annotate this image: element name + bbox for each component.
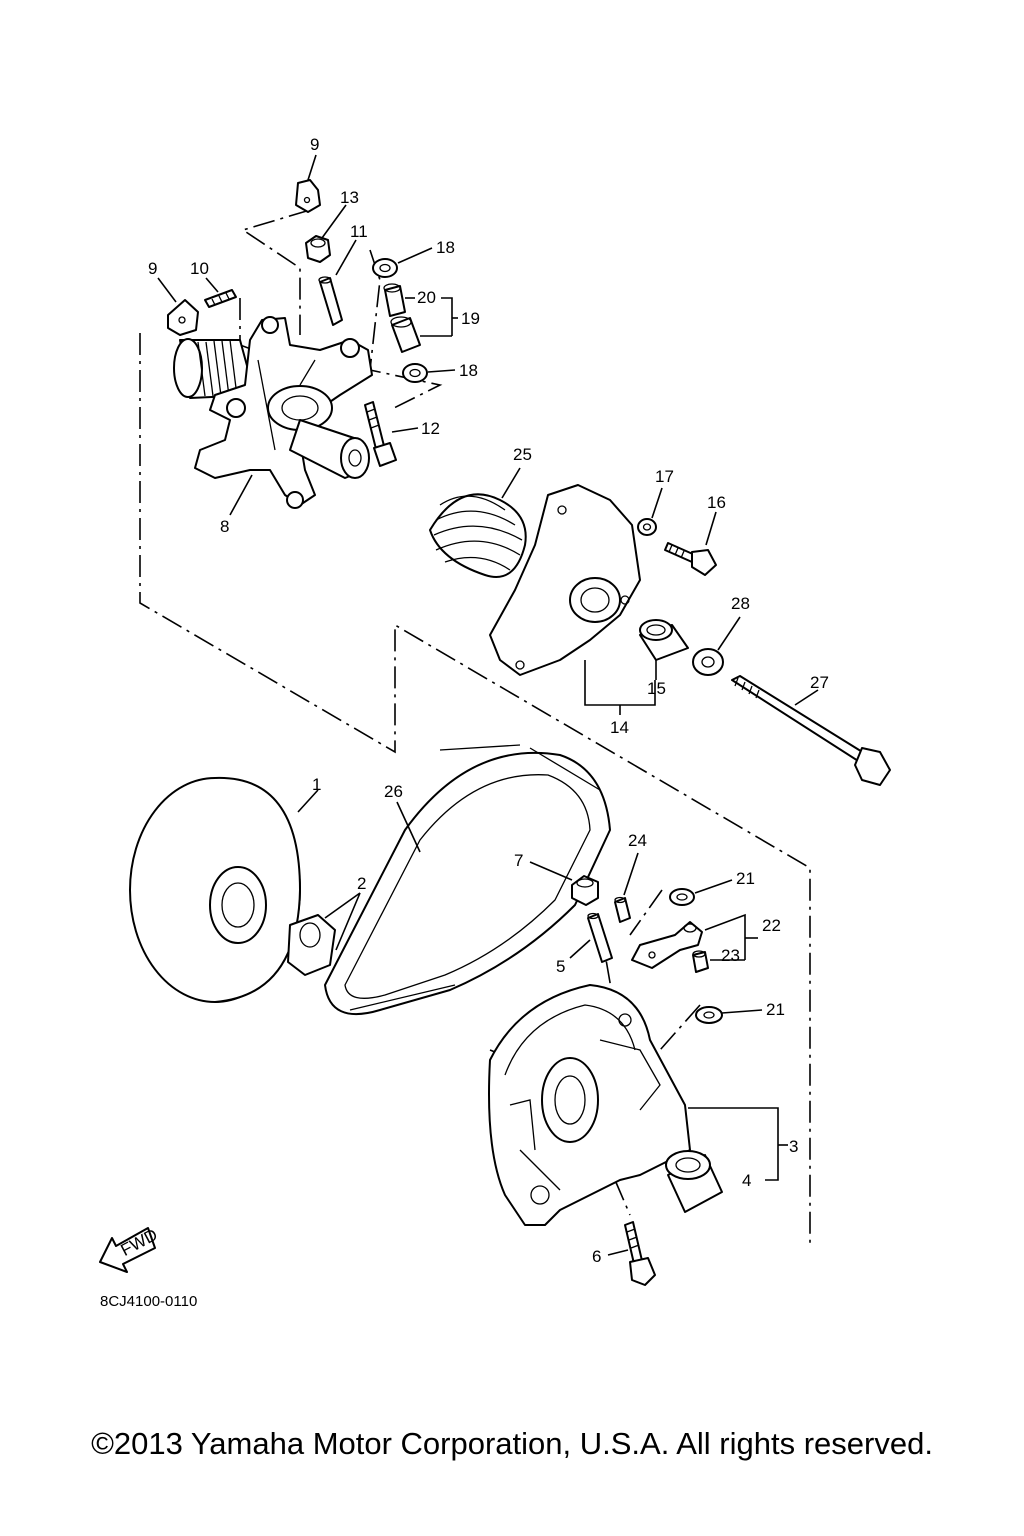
callout-9-top: 9 <box>310 135 319 154</box>
callout-19: 19 <box>461 309 480 328</box>
part-18-washer-upper <box>372 247 433 278</box>
callout-18-bottom: 18 <box>459 361 478 380</box>
part-22-cam-arm <box>631 913 758 969</box>
part-1-sheave <box>129 776 319 1003</box>
callout-27: 27 <box>810 673 829 692</box>
callout-25: 25 <box>513 445 532 464</box>
part-28-washer <box>692 616 741 676</box>
callout-23: 23 <box>721 946 740 965</box>
callout-28: 28 <box>731 594 750 613</box>
part-4-bearing <box>665 1150 723 1213</box>
callout-17: 17 <box>655 467 674 486</box>
callout-2: 2 <box>357 874 366 893</box>
callout-7: 7 <box>514 851 523 870</box>
part-7-nut <box>529 861 599 906</box>
callout-15: 15 <box>647 679 666 698</box>
part-23-roller <box>692 950 745 973</box>
part-11-pin <box>318 239 357 326</box>
part-5-pin <box>569 912 613 963</box>
callout-5: 5 <box>556 957 565 976</box>
part-19-roller <box>390 297 458 353</box>
part-13-nut <box>305 204 347 263</box>
callout-24: 24 <box>628 831 647 850</box>
part-8-spider-hub <box>173 316 373 516</box>
part-26-belt <box>324 744 611 1016</box>
part-20-bushing <box>383 283 415 317</box>
callout-26: 26 <box>384 782 403 801</box>
fwd-arrow-icon: FWD <box>99 1225 161 1273</box>
part-25-spring <box>429 467 527 578</box>
callout-14: 14 <box>610 718 629 737</box>
callout-8: 8 <box>220 517 229 536</box>
callout-21-top: 21 <box>736 869 755 888</box>
callout-12: 12 <box>421 419 440 438</box>
callout-22: 22 <box>762 916 781 935</box>
part-24-pin <box>614 852 639 923</box>
part-21-washer-lower <box>695 1006 763 1024</box>
part-21-washer-upper <box>669 879 733 906</box>
callout-3: 3 <box>789 1137 798 1156</box>
callout-6: 6 <box>592 1247 601 1266</box>
callout-9-left: 9 <box>148 259 157 278</box>
part-2-collar <box>287 892 361 976</box>
part-10-roller-pin <box>204 277 237 308</box>
callout-16: 16 <box>707 493 726 512</box>
callout-11: 11 <box>350 222 368 241</box>
part-17-washer <box>637 487 663 536</box>
callout-20: 20 <box>417 288 436 307</box>
part-3-sheave-assembly <box>488 984 788 1226</box>
callout-21-bottom: 21 <box>766 1000 785 1019</box>
part-16-bolt <box>664 511 717 576</box>
callout-1: 1 <box>312 775 321 794</box>
callout-4: 4 <box>742 1171 751 1190</box>
part-9-side-clip <box>157 277 199 336</box>
part-9-upper-clip <box>295 154 321 213</box>
callout-labels: 9 13 11 18 9 10 20 19 18 12 25 8 17 16 2… <box>148 135 829 1266</box>
callout-18-top: 18 <box>436 238 455 257</box>
part-18-washer-lower <box>402 363 456 383</box>
part-15-bushing <box>639 619 689 680</box>
part-27-long-bolt <box>731 675 891 786</box>
part-14-cover <box>489 484 656 715</box>
copyright-notice: ©2013 Yamaha Motor Corporation, U.S.A. A… <box>91 1426 933 1461</box>
part-12-bolt <box>364 401 419 467</box>
drawing-code: 8CJ4100-0110 <box>100 1293 198 1310</box>
part-6-bolt <box>607 1221 656 1286</box>
callout-13: 13 <box>340 188 359 207</box>
callout-10: 10 <box>190 259 209 278</box>
